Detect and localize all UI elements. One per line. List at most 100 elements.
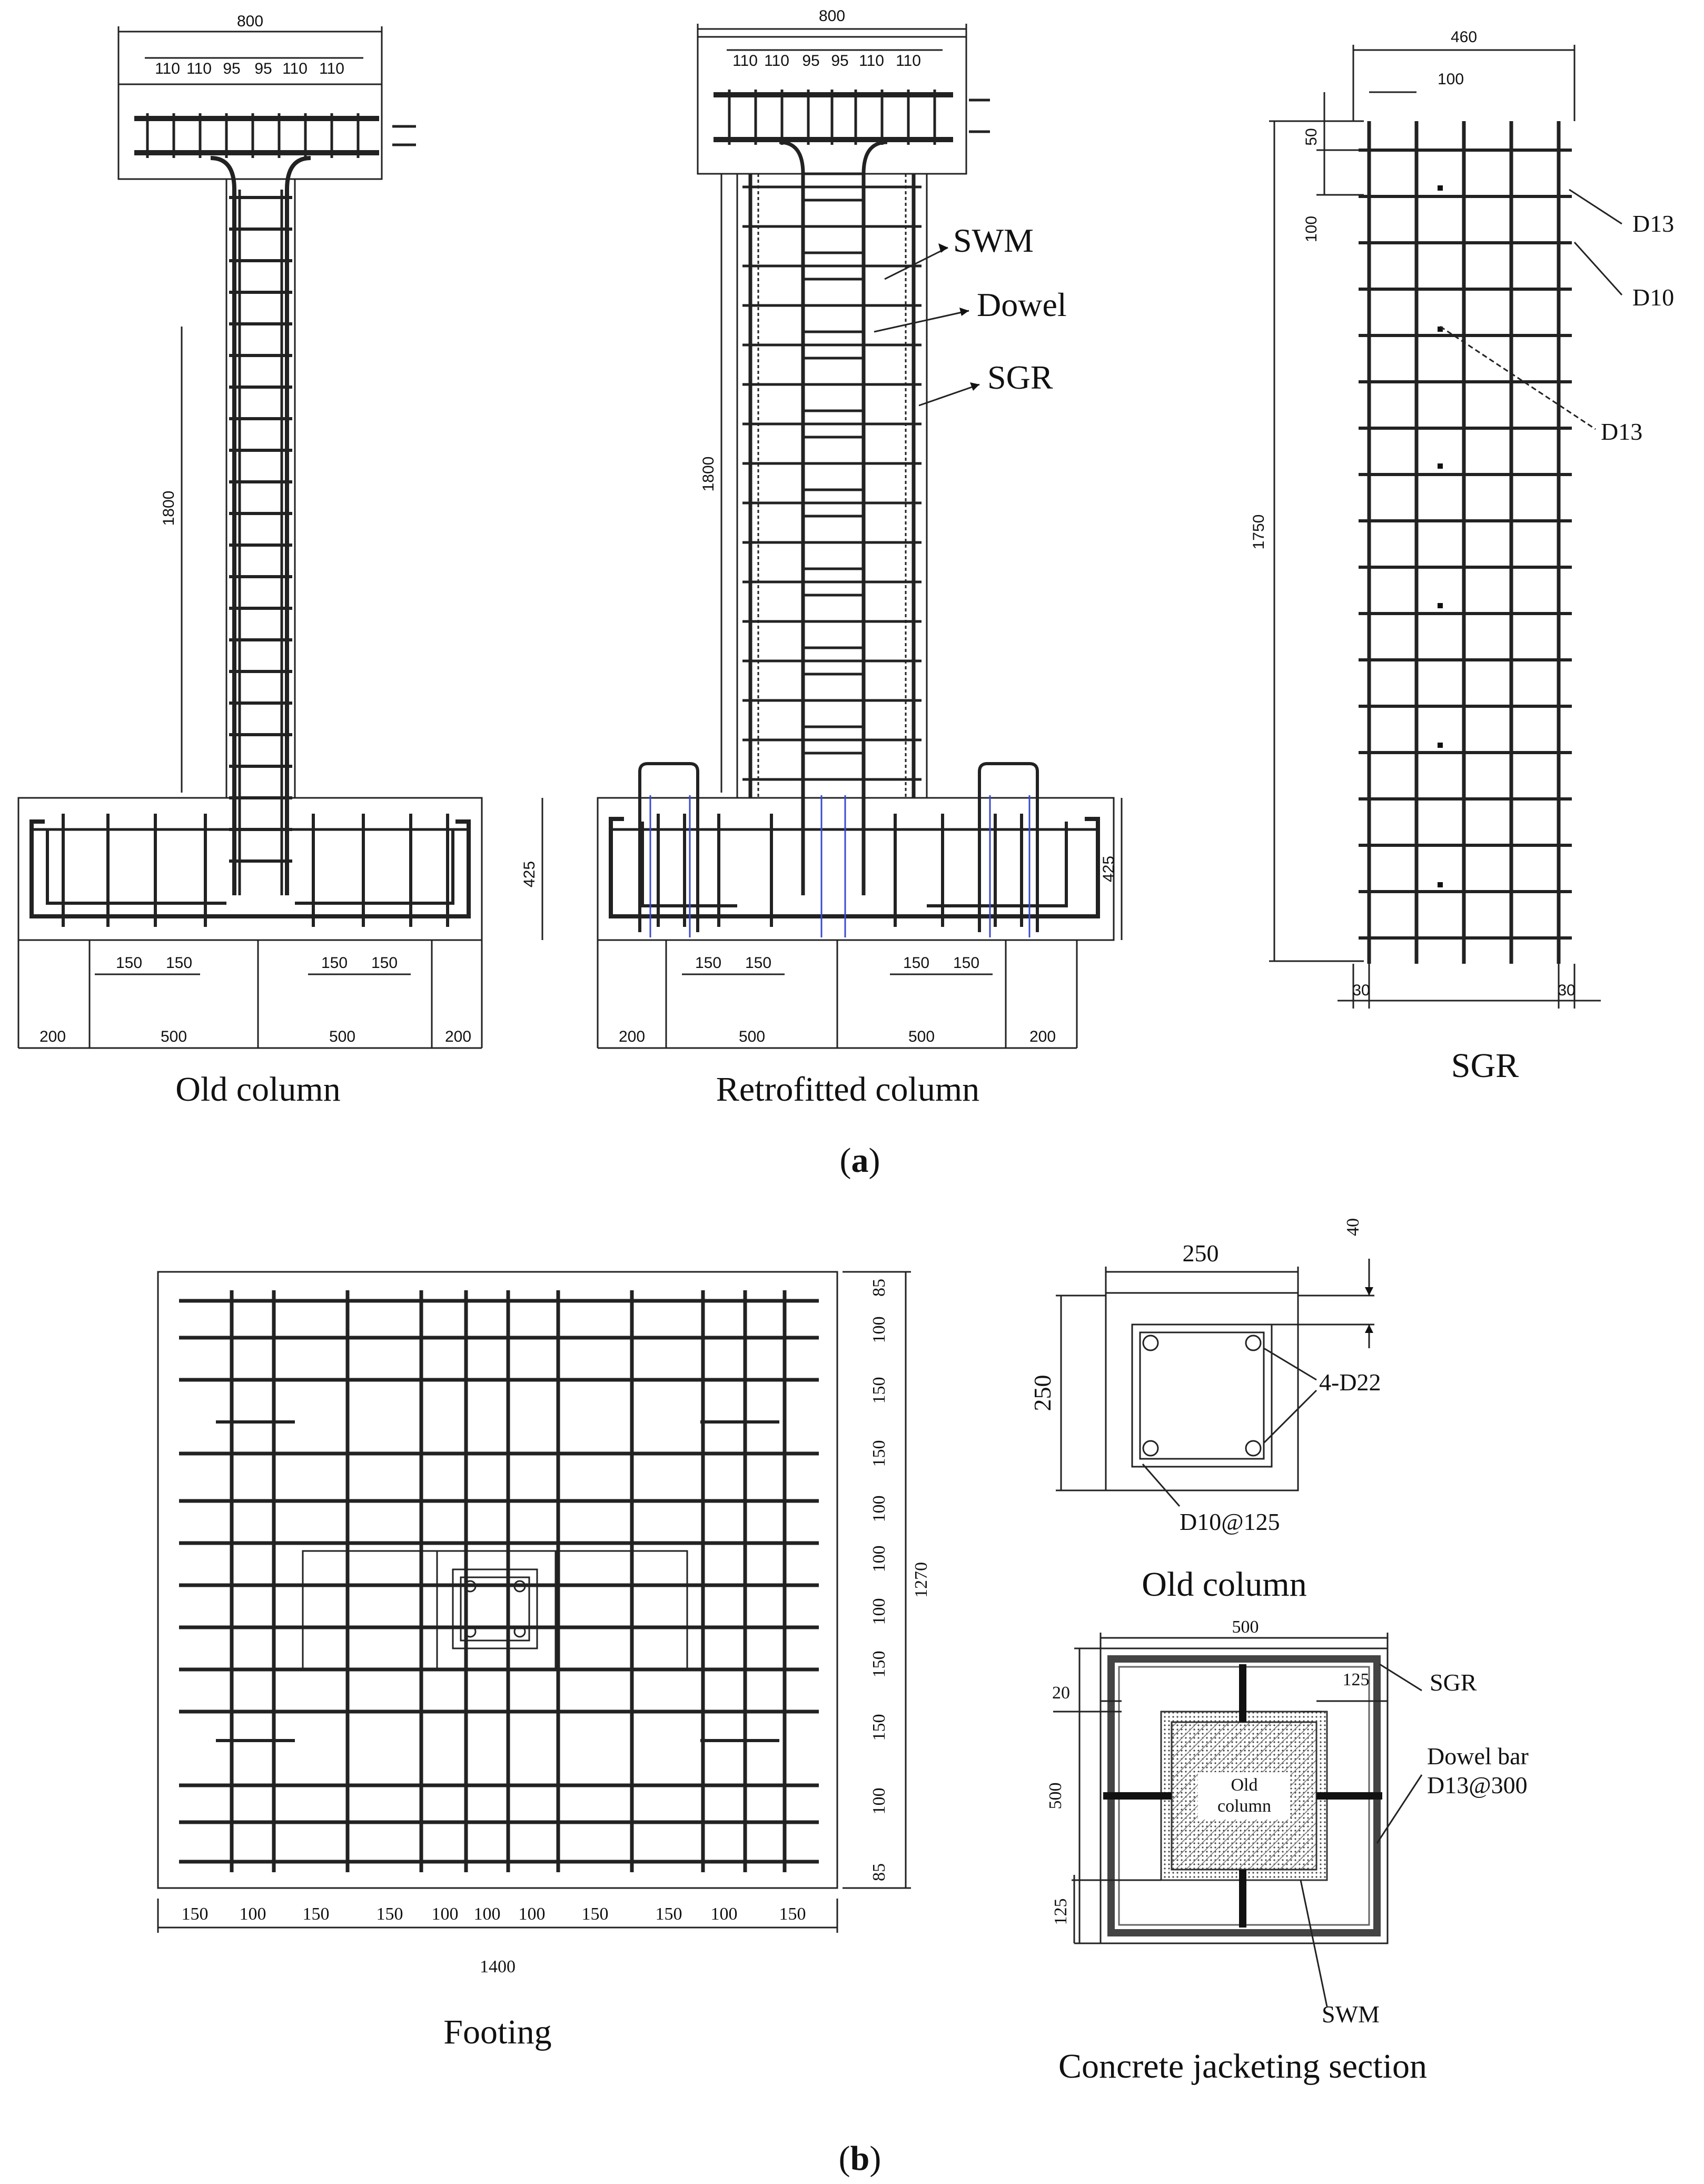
- footing-y-spacing: 85: [869, 1279, 889, 1297]
- footing-y-spacing: 85: [869, 1863, 889, 1881]
- panel-a-label: (a): [840, 1141, 880, 1180]
- jacket-offset-top: 125: [1343, 1670, 1370, 1689]
- old-column-caption: Old column: [175, 1070, 340, 1109]
- old-section-ties: D10@125: [1180, 1508, 1280, 1535]
- old-bottom-spacing: 150: [321, 954, 348, 972]
- sgr-edge-left: 30: [1352, 982, 1370, 999]
- footing-x-spacing: 150: [377, 1904, 403, 1924]
- sgr-callout-d10: D10: [1632, 284, 1674, 311]
- old-top-bar-dims: 110 110 95 95 110 110: [155, 60, 344, 77]
- retro-bottom-spacing: 150: [745, 954, 771, 972]
- old-column-height: 1800: [160, 491, 177, 526]
- jacket-callout-sgr: SGR: [1430, 1669, 1477, 1696]
- sgr-width: 460: [1451, 28, 1477, 46]
- footing-x-spacing: 150: [182, 1904, 209, 1924]
- old-top-bar-dim: 110: [186, 60, 212, 77]
- panel-a-letter: a: [851, 1141, 869, 1180]
- sgr-tie-spacing: 100: [1303, 216, 1320, 242]
- old-bottom-spacing: 150: [371, 954, 398, 972]
- footing-y-spacing: 150: [869, 1651, 889, 1678]
- retrofitted-column-elevation: [597, 24, 1123, 1049]
- jacket-caption: Concrete jacketing section: [1058, 2047, 1427, 2086]
- old-bottom-spacing: 150: [116, 954, 142, 972]
- footing-x-spacing: 150: [779, 1904, 806, 1924]
- footing-x-spacing: 150: [303, 1904, 330, 1924]
- footing-x-spacing: 100: [711, 1904, 738, 1924]
- retro-column-height: 1800: [700, 457, 717, 492]
- retro-bottom-spacing: 150: [695, 954, 721, 972]
- footing-plan: [157, 1271, 911, 1933]
- footing-x-spacing: 100: [240, 1904, 266, 1924]
- retro-top-bar-dims: 110 110 95 95 110 110: [732, 52, 921, 70]
- old-top-bar-dim: 95: [254, 60, 272, 77]
- retro-top-bar-dim: 110: [859, 52, 884, 70]
- retro-top-bar-dim: 95: [802, 52, 819, 70]
- old-section-width: 250: [1183, 1240, 1219, 1267]
- jacket-callout-dowel: Dowel bar: [1427, 1743, 1529, 1770]
- old-top-width: 800: [237, 13, 263, 30]
- jacket-cover: 20: [1052, 1683, 1070, 1703]
- jacket-center-label-1: Old: [1231, 1775, 1258, 1795]
- retro-top-width: 800: [819, 7, 845, 25]
- jacket-center-label-2: column: [1217, 1796, 1271, 1816]
- old-base-dim: 500: [161, 1028, 187, 1045]
- footing-depth: 1270: [912, 1562, 931, 1598]
- retrofitted-column-caption: Retrofitted column: [716, 1070, 979, 1109]
- old-column-elevation: [17, 26, 543, 1049]
- retro-top-bar-dim: 110: [896, 52, 921, 70]
- jacket-height: 500: [1046, 1783, 1065, 1810]
- retro-bottom-spacing: 150: [903, 954, 929, 972]
- old-base-dim: 200: [39, 1028, 66, 1045]
- retro-bottom-spacing: 150: [953, 954, 979, 972]
- old-base-dim: 200: [445, 1028, 471, 1045]
- callout-sgr: SGR: [987, 359, 1053, 396]
- retro-top-bar-dim: 110: [764, 52, 789, 70]
- old-column-section: [1056, 1259, 1374, 1507]
- footing-x-spacing: 100: [519, 1904, 546, 1924]
- jacket-section: [1053, 1633, 1423, 2007]
- old-top-bar-dim: 110: [319, 60, 344, 77]
- footing-y-spacing: 150: [869, 1377, 889, 1404]
- footing-y-spacing: 150: [869, 1440, 889, 1467]
- old-base-dim: 500: [329, 1028, 355, 1045]
- jacket-offset-left: 125: [1051, 1899, 1071, 1925]
- sgr-height: 1750: [1250, 515, 1267, 550]
- footing-y-spacing: 100: [869, 1546, 889, 1573]
- panel-b-letter: b: [850, 2139, 870, 2178]
- footing-y-spacing: 100: [869, 1598, 889, 1625]
- sgr-callout-d13-top: D13: [1632, 210, 1674, 237]
- callout-swm: SWM: [953, 222, 1034, 259]
- footing-y-spacing: 100: [869, 1496, 889, 1523]
- sgr-spacing: 100: [1438, 71, 1464, 88]
- footing-width: 1400: [480, 1957, 516, 1977]
- footing-x-spacing: 150: [582, 1904, 609, 1924]
- sgr-top-offset: 50: [1303, 128, 1320, 145]
- footing-caption: Footing: [443, 2013, 551, 2051]
- retro-base-dim: 500: [908, 1028, 935, 1045]
- old-footing-depth: 425: [521, 861, 538, 887]
- old-top-bar-dim: 95: [223, 60, 240, 77]
- retro-top-bar-dim: 95: [831, 52, 848, 70]
- old-top-bar-dim: 110: [282, 60, 308, 77]
- old-section-cover: 40: [1343, 1218, 1363, 1236]
- old-section-height: 250: [1029, 1375, 1056, 1411]
- footing-y-spacing: 100: [869, 1317, 889, 1343]
- footing-y-spacing: 150: [869, 1714, 889, 1741]
- old-section-caption: Old column: [1142, 1565, 1306, 1604]
- jacket-width: 500: [1232, 1617, 1259, 1637]
- retro-footing-depth: 425: [1100, 856, 1117, 882]
- sgr-callout-d13-inner: D13: [1601, 418, 1642, 445]
- panel-b-label: (b): [839, 2139, 881, 2178]
- jacket-callout-dowel-spec: D13@300: [1427, 1772, 1528, 1798]
- sgr-caption: SGR: [1451, 1046, 1519, 1085]
- old-bottom-spacing: 150: [166, 954, 192, 972]
- retro-base-dim: 200: [619, 1028, 645, 1045]
- footing-y-spacings: 85 100 150 150 100 100 100 150 150 100 85: [869, 1279, 889, 1881]
- old-section-bars: 4-D22: [1319, 1369, 1381, 1396]
- footing-y-spacing: 100: [869, 1788, 889, 1815]
- retro-base-dim: 500: [739, 1028, 765, 1045]
- sgr-edge-right: 30: [1558, 982, 1575, 999]
- old-top-bar-dim: 110: [155, 60, 180, 77]
